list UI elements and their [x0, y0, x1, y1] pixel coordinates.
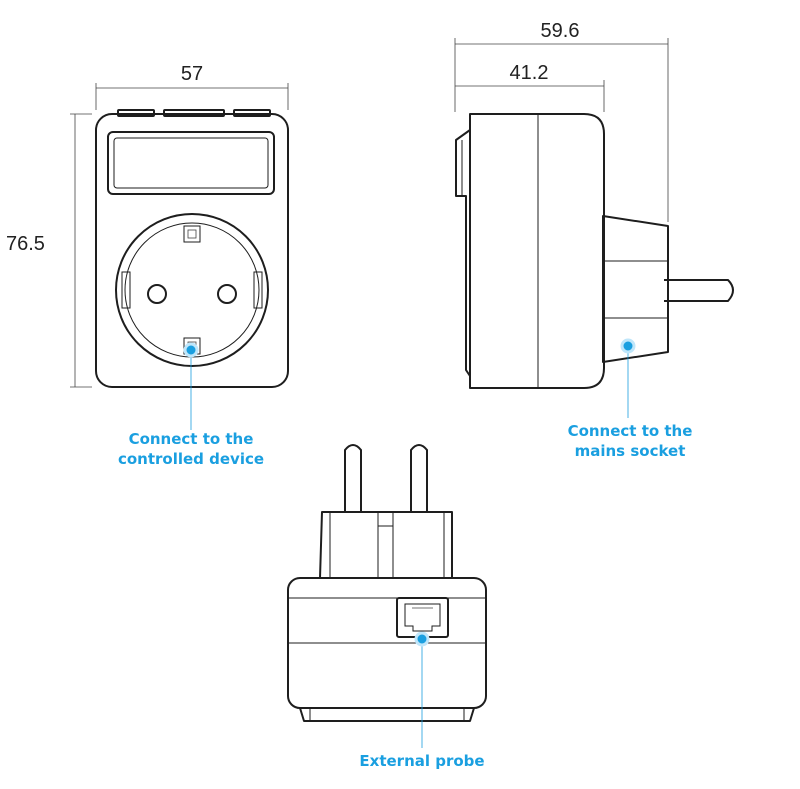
socket-pin-hole: [217, 284, 237, 304]
callout-mains-socket-line2: mains socket: [575, 442, 686, 460]
callout-external-probe: External probe: [359, 752, 484, 770]
side-housing: [469, 113, 605, 389]
socket-side-notch: [121, 271, 131, 309]
bottom-base-plate: [299, 707, 475, 722]
front-view: 57 76.5 Connect to the controlled device: [6, 63, 289, 468]
side-total-depth-label: 59.6: [541, 20, 580, 42]
callout-dot-controlled-device: [183, 342, 199, 358]
bottom-plug-collar: [319, 511, 453, 579]
callout-controlled-device-line2: controlled device: [118, 450, 264, 468]
side-plug-prong: [664, 279, 734, 302]
bottom-plug-notch: [377, 511, 394, 527]
rj-jack-opening: [404, 603, 441, 632]
side-view: 59.6 41.2 Connect to the mains socket: [454, 20, 734, 460]
side-plug-body: [602, 215, 669, 363]
callout-dot-external-probe: [414, 631, 430, 647]
callout-controlled-device-line1: Connect to the: [129, 430, 254, 448]
callout-mains-socket-line1: Connect to the: [568, 422, 693, 440]
side-faceplate: [455, 129, 471, 377]
callout-dot-mains-socket: [620, 338, 636, 354]
socket-inner-ring: [124, 222, 260, 358]
bottom-plug-pin-right: [410, 444, 428, 512]
front-body: [95, 113, 289, 388]
earth-clip-top-inner: [187, 229, 197, 239]
display-screen: [113, 137, 269, 189]
bottom-view: External probe: [287, 444, 487, 770]
front-width-label: 57: [181, 63, 203, 85]
display-window: [107, 131, 275, 195]
socket-pin-hole: [147, 284, 167, 304]
socket-side-notch: [253, 271, 263, 309]
bottom-plug-pin-left: [344, 444, 362, 512]
earth-clip-top: [183, 225, 201, 243]
front-height-label: 76.5: [6, 233, 45, 255]
socket-outer-ring: [115, 213, 269, 367]
side-body-depth-label: 41.2: [510, 62, 549, 84]
